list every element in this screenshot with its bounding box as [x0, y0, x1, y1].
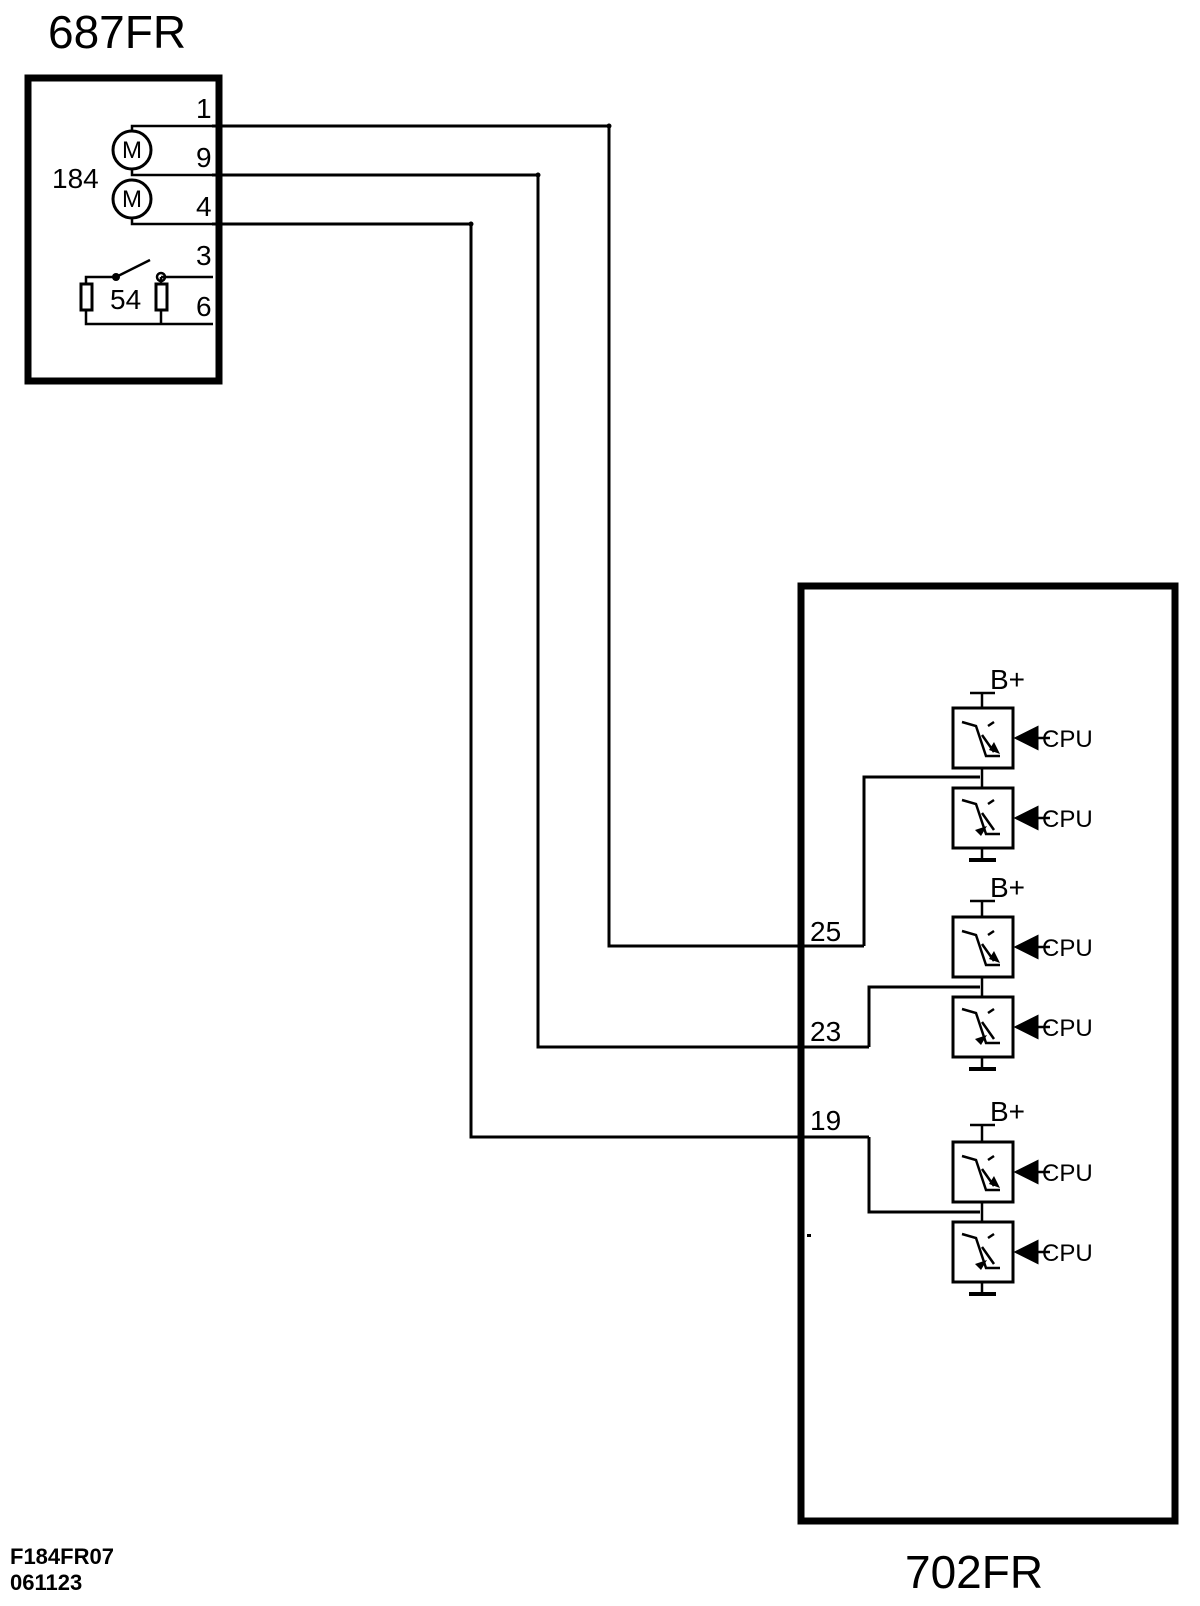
link-pin19-bridge3 — [867, 1137, 980, 1214]
cpu-label-2: CPU — [1042, 806, 1093, 833]
control-unit-box — [797, 582, 1179, 1525]
low-side-switch-3 — [951, 1220, 1015, 1284]
wire-pin4-to-pin19 — [212, 222, 869, 1139]
supply-label-1: B+ — [990, 664, 1025, 695]
half-bridge-2: B+ CPU CPU — [951, 872, 1093, 1071]
motor-wire-pin4 — [130, 218, 212, 226]
control-unit-pin-25: 25 — [810, 916, 841, 947]
motor-unit-pin-3: 3 — [196, 240, 212, 271]
wire-pin1-to-pin25 — [212, 124, 864, 948]
supply-label-2: B+ — [990, 872, 1025, 903]
motor-2-symbol: M — [122, 186, 142, 213]
motor-1-icon: M — [111, 129, 153, 171]
wire-pin9-to-pin23 — [212, 173, 869, 1049]
cpu-label-4: CPU — [1042, 1015, 1093, 1042]
motor-wire-pin1 — [130, 124, 212, 131]
cpu-label-5: CPU — [1042, 1160, 1093, 1187]
motor-label: 184 — [52, 163, 99, 194]
date-code: 061123 — [10, 1570, 82, 1595]
control-unit-pin-19: 19 — [810, 1105, 841, 1136]
cpu-label-1: CPU — [1042, 726, 1093, 753]
switch-icon — [79, 258, 213, 326]
motor-unit-code: 687FR — [48, 6, 186, 58]
motor-unit-pin-4: 4 — [196, 191, 212, 222]
control-unit-pin-23: 23 — [810, 1016, 841, 1047]
cpu-label-3: CPU — [1042, 935, 1093, 962]
supply-label-3: B+ — [990, 1096, 1025, 1127]
half-bridge-1: B+ CPU CPU — [951, 664, 1093, 862]
motor-unit-pin-1: 1 — [196, 93, 212, 124]
motor-wire-pin9 — [130, 169, 212, 177]
motor-unit-pin-6: 6 — [196, 291, 212, 322]
motor-1-symbol: M — [122, 137, 142, 164]
motor-unit-box — [24, 74, 223, 385]
low-side-switch-2 — [951, 995, 1015, 1059]
motor-2-icon: M — [111, 178, 153, 220]
switch-label: 54 — [110, 284, 141, 315]
low-side-switch-1 — [951, 786, 1015, 850]
link-pin25-bridge1 — [862, 775, 980, 946]
motor-unit-pin-9: 9 — [196, 142, 212, 173]
link-pin23-bridge2 — [867, 985, 980, 1047]
drawing-reference: F184FR07 — [10, 1544, 114, 1569]
half-bridge-3: B+ CPU CPU — [951, 1096, 1093, 1296]
control-unit-code: 702FR — [905, 1546, 1043, 1598]
cpu-label-6: CPU — [1042, 1240, 1093, 1267]
